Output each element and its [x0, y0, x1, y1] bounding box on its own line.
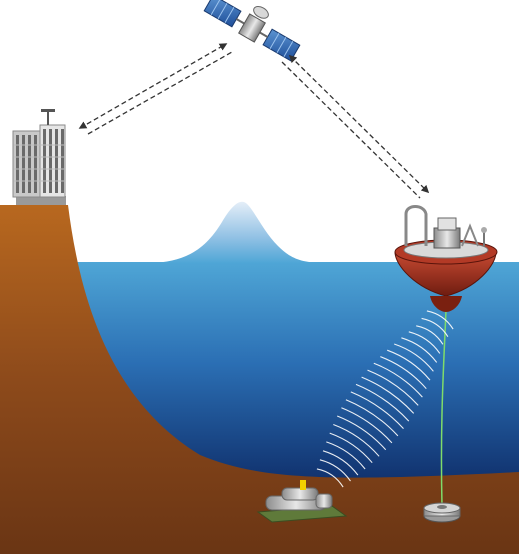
shore-station-building	[12, 109, 66, 205]
mooring-line	[440, 309, 447, 507]
surface-buoy	[394, 205, 498, 312]
acoustic-arc	[333, 423, 380, 457]
acoustic-arc	[345, 399, 399, 437]
acoustic-arc	[341, 407, 393, 444]
acoustic-arc	[416, 325, 444, 345]
link-station-satellite-2	[87, 51, 233, 135]
acoustic-arc	[426, 310, 454, 330]
acoustic-link	[316, 310, 454, 488]
bottom-pressure-recorder	[256, 480, 348, 523]
acoustic-arc	[408, 331, 441, 354]
acoustic-arc	[387, 349, 431, 381]
acoustic-arc	[367, 369, 419, 406]
acoustic-arc	[329, 432, 373, 464]
acoustic-arc	[336, 415, 387, 451]
satellite	[203, 0, 301, 62]
acoustic-arc	[322, 450, 359, 476]
acoustic-arc	[421, 317, 449, 337]
link-station-satellite	[78, 43, 228, 129]
acoustic-arc	[401, 337, 438, 363]
acoustic-arc	[373, 362, 423, 398]
acoustic-arc	[350, 391, 404, 429]
acoustic-arc	[394, 343, 434, 372]
tsunami-wave	[150, 201, 320, 263]
link-satellite-buoy-2	[281, 61, 421, 199]
acoustic-arc	[361, 376, 415, 414]
ocean-water	[75, 262, 519, 486]
acoustic-arc	[355, 383, 410, 422]
acoustic-arc	[380, 356, 427, 390]
mooring-anchor	[423, 502, 461, 523]
link-satellite-buoy	[288, 54, 430, 194]
seabed	[0, 205, 519, 554]
acoustic-arc	[316, 468, 344, 488]
acoustic-arc	[319, 459, 351, 482]
acoustic-arc	[326, 441, 366, 470]
